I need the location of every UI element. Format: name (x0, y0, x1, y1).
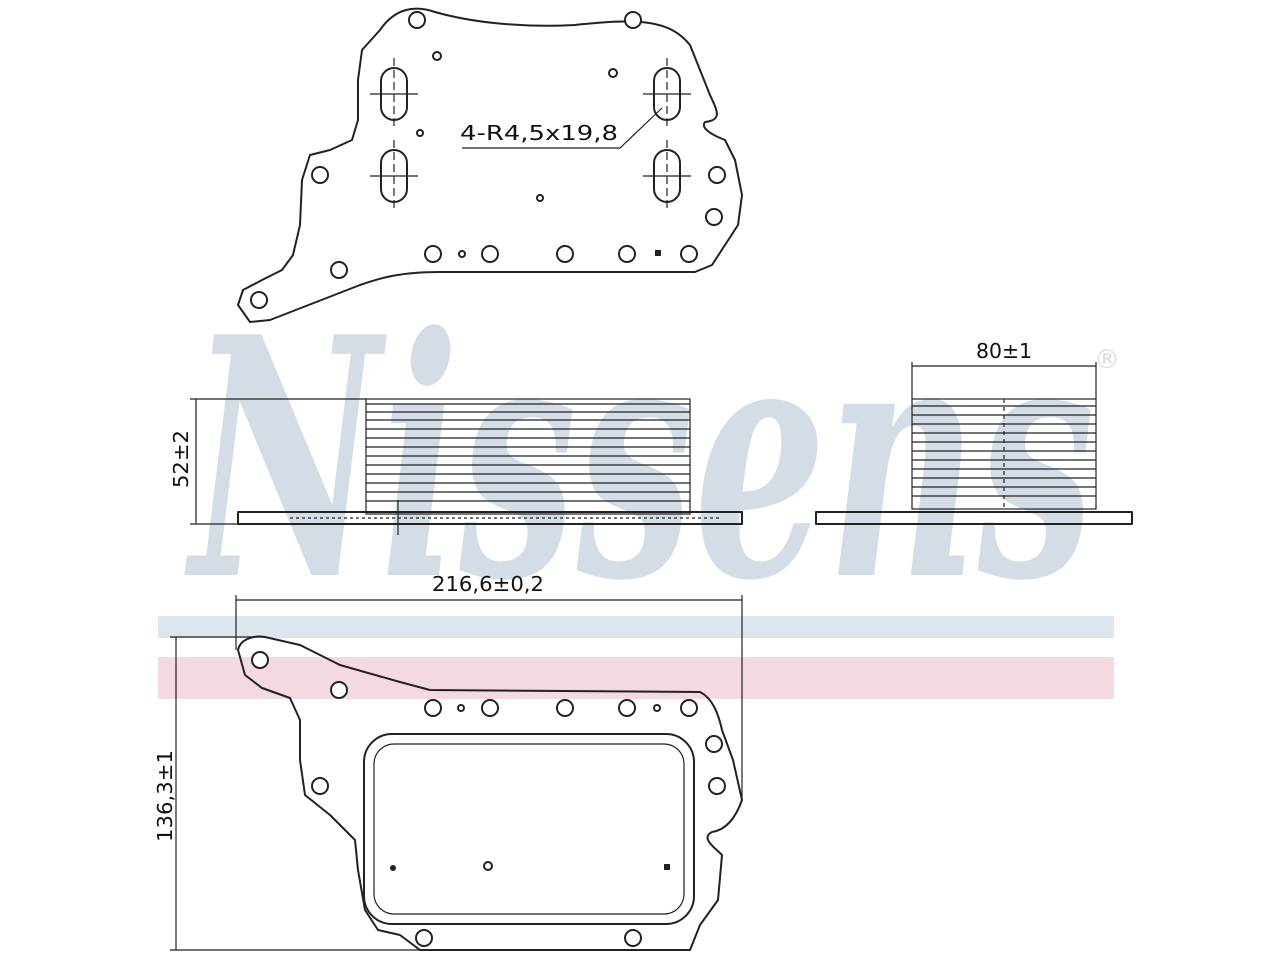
depth-dimension-text: 80±1 (976, 339, 1032, 363)
top-view-plate: 4-R4,5x19,8 (237, 7, 743, 323)
length-dimension-text: 216,6±0,2 (432, 572, 544, 596)
watermark-blue-stripe (158, 616, 1114, 638)
height-dimension: 52±2 (169, 398, 366, 525)
watermark-red-stripe (158, 657, 1114, 699)
slot-callout: 4-R4,5x19,8 (460, 107, 663, 149)
slot-callout-text: 4-R4,5x19,8 (460, 121, 618, 145)
cooler-fin-stack (365, 398, 691, 515)
depth-dimension: 80±1 (911, 339, 1097, 399)
watermark-brand-text: Nissens (183, 265, 1095, 653)
length-dimension: 216,6±0,2 (235, 572, 743, 800)
top-plate-holes (250, 11, 726, 309)
watermark-registered-mark: ® (1094, 345, 1120, 375)
bottom-view: 216,6±0,2 136,3±1 (153, 572, 743, 951)
height-dimension-text: 52±2 (169, 430, 193, 488)
end-base-plate (815, 511, 1133, 525)
bottom-plate-outline (237, 635, 743, 951)
side-view-front: 52±2 (169, 398, 743, 535)
top-plate-outline (237, 7, 743, 323)
mounting-slots (370, 58, 691, 212)
end-fin-stack (911, 398, 1097, 510)
width-dimension-text: 136,3±1 (153, 750, 177, 842)
front-base-plate (237, 511, 743, 525)
oil-cooler-gasket-outer (363, 733, 695, 925)
bottom-plate-holes (251, 651, 726, 947)
nissens-watermark: Nissens ® (158, 265, 1120, 699)
slot-centerlines (370, 58, 691, 212)
width-dimension: 136,3±1 (153, 636, 420, 951)
side-view-end: 80±1 (815, 339, 1133, 525)
oil-cooler-gasket-inner (373, 743, 685, 915)
